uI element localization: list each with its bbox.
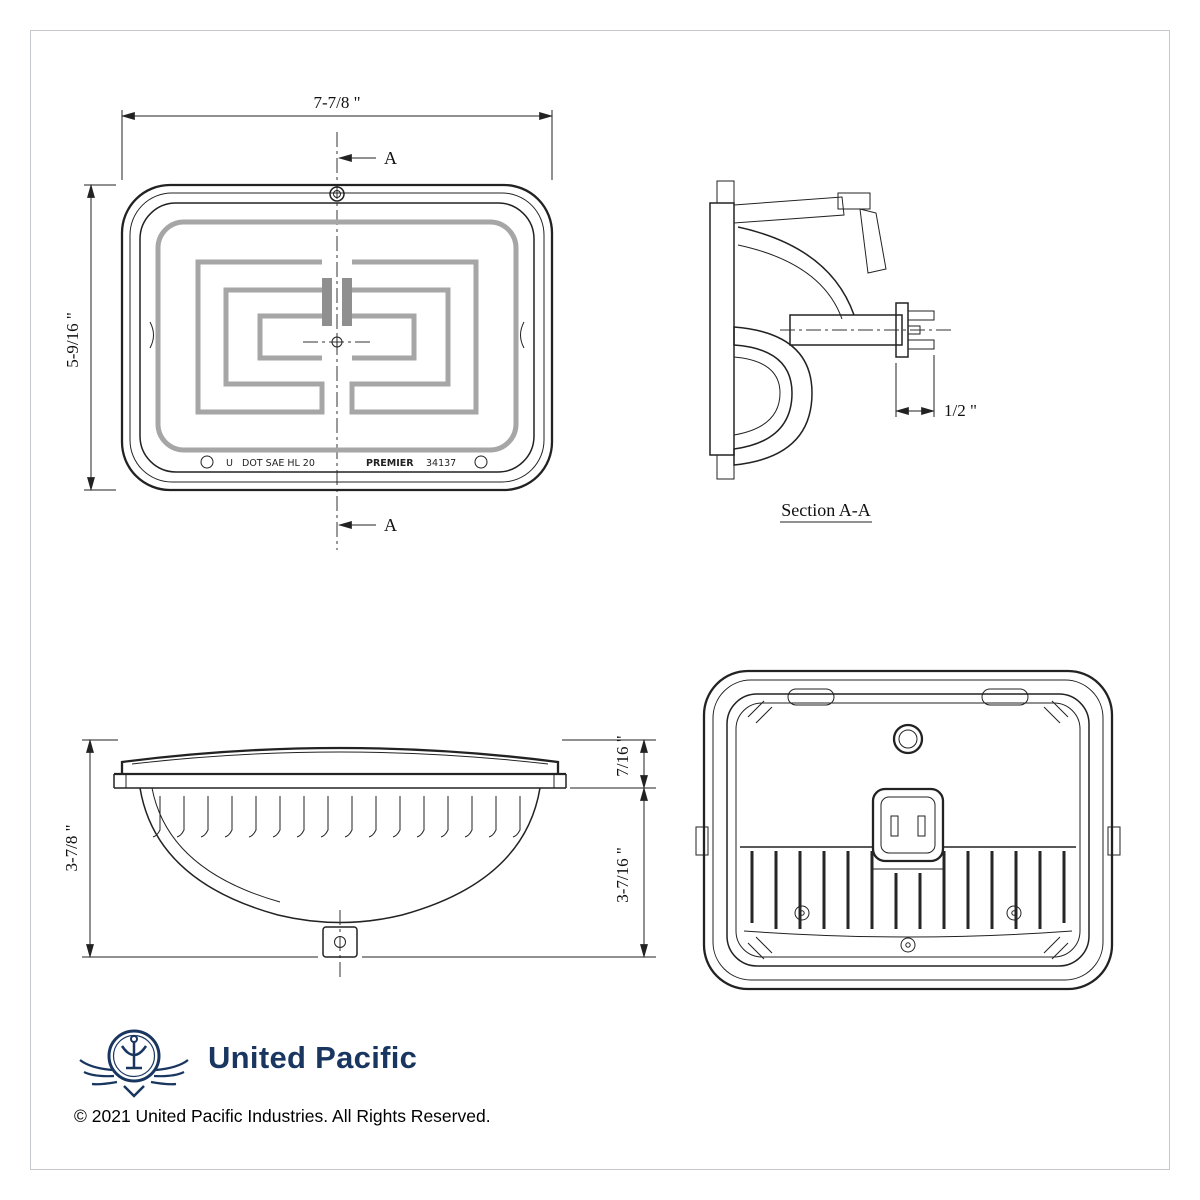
rear-connector (871, 787, 945, 863)
front-width-dim-label: 7-7/8 " (313, 93, 360, 112)
rear-housing-outline (695, 669, 1121, 991)
rear-heatsink-fins (740, 846, 1076, 953)
rear-corner-marks (747, 700, 1069, 960)
trace-terminal-left (322, 278, 332, 326)
section-view-drawing: 1/2 " Section A-A (709, 180, 977, 523)
section-title-label: Section A-A (781, 500, 871, 520)
rear-side-tab-left (695, 826, 709, 856)
side-view-drawing: 3-7/8 " 7/16 " 3-7/16 " (62, 735, 656, 980)
front-housing-outline (120, 183, 554, 492)
front-heater-trace-pattern (155, 219, 519, 453)
section-marker-a-top: A (384, 148, 397, 168)
copyright-text: © 2021 United Pacific Industries. All Ri… (74, 1106, 491, 1126)
lens-marking-u: U (226, 458, 233, 469)
front-height-dim-label: 5-9/16 " (63, 312, 82, 368)
side-housing-profile (139, 787, 541, 980)
lens-marking-number: 34137 (426, 458, 456, 469)
side-body-depth-dimension: 3-7/16 " (362, 786, 656, 959)
side-lens-depth-label: 7/16 " (613, 735, 632, 776)
side-mounting-tab (322, 926, 358, 958)
section-title: Section A-A (780, 500, 872, 523)
lens-marking-dot: DOT SAE HL 20 (242, 458, 315, 469)
rear-side-tab-right (1107, 826, 1121, 856)
section-depth-dim-label: 1/2 " (944, 401, 977, 420)
side-total-height-label: 3-7/8 " (62, 824, 81, 871)
rear-view-drawing (695, 669, 1121, 991)
united-pacific-logo-icon (79, 1029, 189, 1098)
lens-marking-brand: PREMIER (366, 458, 414, 469)
front-lens-markings: U DOT SAE HL 20 PREMIER 34137 (200, 455, 488, 469)
section-arrow-top: A (337, 148, 397, 168)
rear-adjuster (892, 723, 924, 755)
side-lens-depth-dimension: 7/16 " (562, 735, 656, 790)
side-total-height-dimension: 3-7/8 " (62, 738, 318, 959)
side-body-depth-label: 3-7/16 " (613, 847, 632, 903)
front-adjuster-screws (303, 186, 371, 348)
side-lens-profile (113, 746, 567, 789)
section-arrow-bottom: A (337, 515, 397, 535)
front-height-dimension: 5-9/16 " (63, 183, 116, 492)
united-pacific-logo-text: United Pacific (208, 1040, 418, 1075)
front-width-dimension: 7-7/8 " (120, 93, 554, 180)
section-marker-a-bottom: A (384, 515, 397, 535)
front-view-drawing: 7-7/8 " 5-9/16 " A A (63, 93, 554, 550)
trace-terminal-right (342, 278, 352, 326)
side-cooling-fins (152, 796, 521, 838)
section-depth-dimension: 1/2 " (894, 355, 977, 420)
